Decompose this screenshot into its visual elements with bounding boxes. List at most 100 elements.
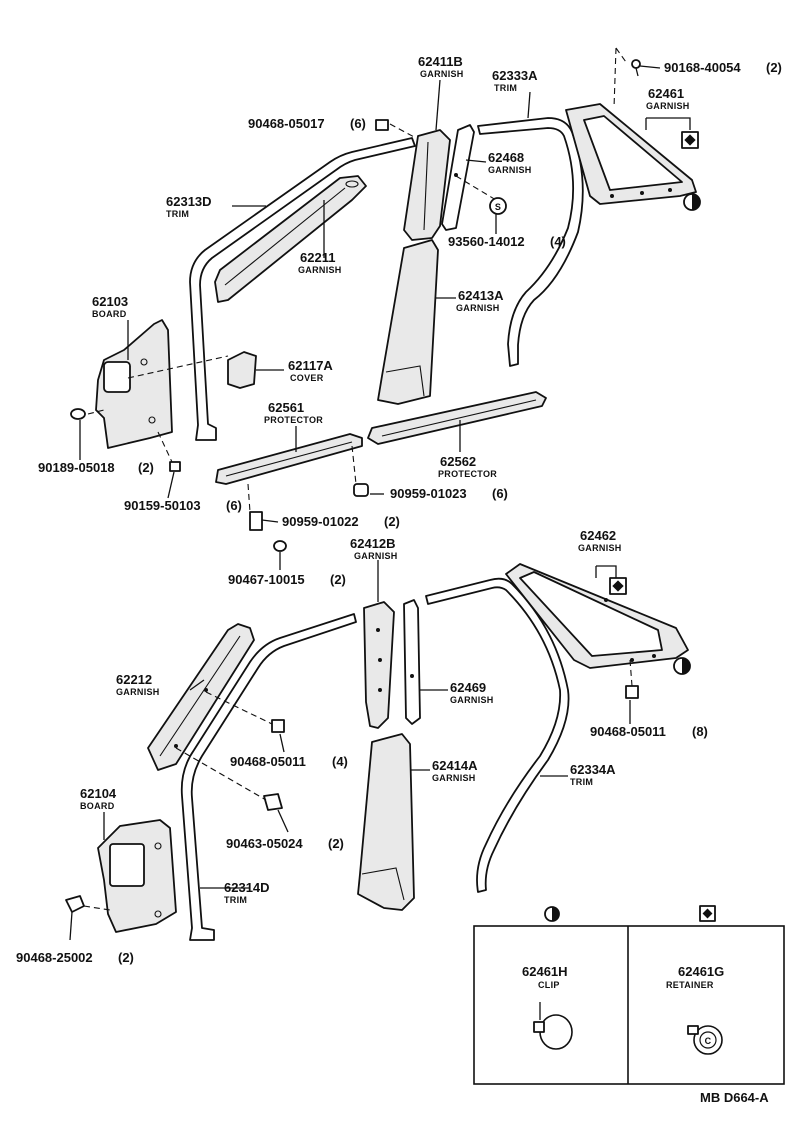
svg-text:90468-05017: 90468-05017 <box>248 116 325 131</box>
svg-text:(2): (2) <box>138 460 154 475</box>
clip-62461h-drawing <box>533 1002 573 1050</box>
svg-text:TRIM: TRIM <box>224 895 247 905</box>
svg-text:GARNISH: GARNISH <box>420 69 464 79</box>
svg-text:GARNISH: GARNISH <box>298 265 342 275</box>
svg-text:90468-05011: 90468-05011 <box>230 754 306 769</box>
label-62561: 62561 PROTECTOR <box>264 400 323 425</box>
diamond-square-icon <box>609 577 627 595</box>
svg-text:62211: 62211 <box>300 250 335 265</box>
label-62104: 62104 BOARD <box>80 786 117 811</box>
label-93560-14012: 93560-14012 (4) <box>448 234 566 249</box>
clip-90467-10015-drawing <box>273 540 287 552</box>
svg-text:COVER: COVER <box>290 373 324 383</box>
svg-text:GARNISH: GARNISH <box>432 773 476 783</box>
label-90468-05011-4: 90468-05011 (4) <box>230 754 348 769</box>
label-62313d: 62313D TRIM <box>166 194 212 219</box>
protector-62561-drawing <box>215 433 363 485</box>
svg-text:TRIM: TRIM <box>570 777 593 787</box>
label-62103: 62103 BOARD <box>92 294 128 319</box>
board-62103-drawing <box>95 319 173 449</box>
retainer-62461g-drawing: C <box>687 1025 723 1055</box>
diagram-code: MB D664-A <box>700 1090 769 1105</box>
svg-text:90468-25002: 90468-25002 <box>16 950 93 965</box>
trim-62314d-drawing <box>180 613 357 941</box>
svg-text:(4): (4) <box>550 234 566 249</box>
svg-text:62414A: 62414A <box>432 758 478 773</box>
svg-text:BOARD: BOARD <box>92 309 127 319</box>
svg-text:GARNISH: GARNISH <box>116 687 160 697</box>
svg-text:62468: 62468 <box>488 150 524 165</box>
clip-90468-05011-4-drawing <box>271 719 285 733</box>
clip-90189-05018-drawing <box>70 408 86 420</box>
svg-text:62413A: 62413A <box>458 288 504 303</box>
cover-62117a-drawing <box>227 351 257 389</box>
label-62462: 62462 GARNISH <box>578 528 622 553</box>
svg-text:(6): (6) <box>492 486 508 501</box>
clip-90463-05024-drawing <box>263 793 283 811</box>
svg-text:S: S <box>495 202 501 212</box>
svg-text:(4): (4) <box>332 754 348 769</box>
svg-text:62104: 62104 <box>80 786 117 801</box>
half-circle-icon <box>683 193 701 211</box>
svg-text:62333A: 62333A <box>492 68 538 83</box>
svg-text:62313D: 62313D <box>166 194 212 209</box>
label-62412b: 62412B GARNISH <box>350 536 398 561</box>
label-90467-10015: 90467-10015 (2) <box>228 572 346 587</box>
svg-text:62411B: 62411B <box>418 54 463 69</box>
label-90959-01022: 90959-01022 (2) <box>282 514 400 529</box>
legend-box: 62461H CLIP 62461G RETAINER C <box>473 905 785 1085</box>
svg-text:PROTECTOR: PROTECTOR <box>264 415 323 425</box>
svg-text:90159-50103: 90159-50103 <box>124 498 201 513</box>
legend-retainer: 62461G RETAINER C <box>666 964 724 1055</box>
svg-text:90959-01022: 90959-01022 <box>282 514 359 529</box>
svg-text:GARNISH: GARNISH <box>456 303 500 313</box>
garnish-62212-drawing <box>147 623 255 771</box>
clip-90468-05017-drawing <box>375 119 389 131</box>
garnish-62412b-drawing <box>363 601 395 729</box>
svg-text:62461: 62461 <box>648 86 684 101</box>
svg-text:90463-05024: 90463-05024 <box>226 836 303 851</box>
label-62334a: 62334A TRIM <box>570 762 616 787</box>
svg-text:GARNISH: GARNISH <box>646 101 690 111</box>
svg-text:CLIP: CLIP <box>538 980 560 990</box>
label-62314d: 62314D TRIM <box>224 880 270 905</box>
legend-half-circle-icon <box>544 906 560 922</box>
garnish-62411b-drawing <box>403 129 451 241</box>
svg-text:GARNISH: GARNISH <box>450 695 494 705</box>
svg-text:62314D: 62314D <box>224 880 270 895</box>
svg-text:PROTECTOR: PROTECTOR <box>438 469 497 479</box>
svg-text:(6): (6) <box>226 498 242 513</box>
svg-text:90189-05018: 90189-05018 <box>38 460 115 475</box>
leader-lines <box>69 65 661 941</box>
trim-62334a-drawing <box>425 577 570 893</box>
svg-text:(2): (2) <box>766 60 782 75</box>
label-62469: 62469 GARNISH <box>450 680 494 705</box>
svg-text:(2): (2) <box>328 836 344 851</box>
diamond-square-icon <box>681 131 699 149</box>
label-90463-05024: 90463-05024 (2) <box>226 836 344 851</box>
svg-text:GARNISH: GARNISH <box>354 551 398 561</box>
svg-text:62461G: 62461G <box>678 964 724 979</box>
svg-text:(2): (2) <box>384 514 400 529</box>
svg-text:62469: 62469 <box>450 680 486 695</box>
svg-text:GARNISH: GARNISH <box>578 543 622 553</box>
s-marker-icon: S <box>489 197 507 215</box>
svg-text:93560-14012: 93560-14012 <box>448 234 525 249</box>
svg-text:90467-10015: 90467-10015 <box>228 572 305 587</box>
svg-text:62462: 62462 <box>580 528 616 543</box>
label-62468: 62468 GARNISH <box>488 150 531 175</box>
label-90959-01023: 90959-01023 (6) <box>390 486 508 501</box>
label-90168-40054: 90168-40054 (2) <box>664 60 782 75</box>
clip-90159-50103-drawing <box>169 461 181 472</box>
label-62461: 62461 GARNISH <box>646 86 690 111</box>
label-62117a: 62117A COVER <box>288 358 333 383</box>
label-62562: 62562 PROTECTOR <box>438 454 497 479</box>
label-90468-05011-8: 90468-05011 (8) <box>590 724 708 739</box>
svg-text:(2): (2) <box>118 950 134 965</box>
svg-text:90168-40054: 90168-40054 <box>664 60 741 75</box>
svg-text:90959-01023: 90959-01023 <box>390 486 467 501</box>
svg-text:(2): (2) <box>330 572 346 587</box>
svg-text:RETAINER: RETAINER <box>666 980 714 990</box>
label-90468-05017: 90468-05017 (6) <box>248 116 366 131</box>
label-62411b: 62411B GARNISH <box>418 54 464 79</box>
